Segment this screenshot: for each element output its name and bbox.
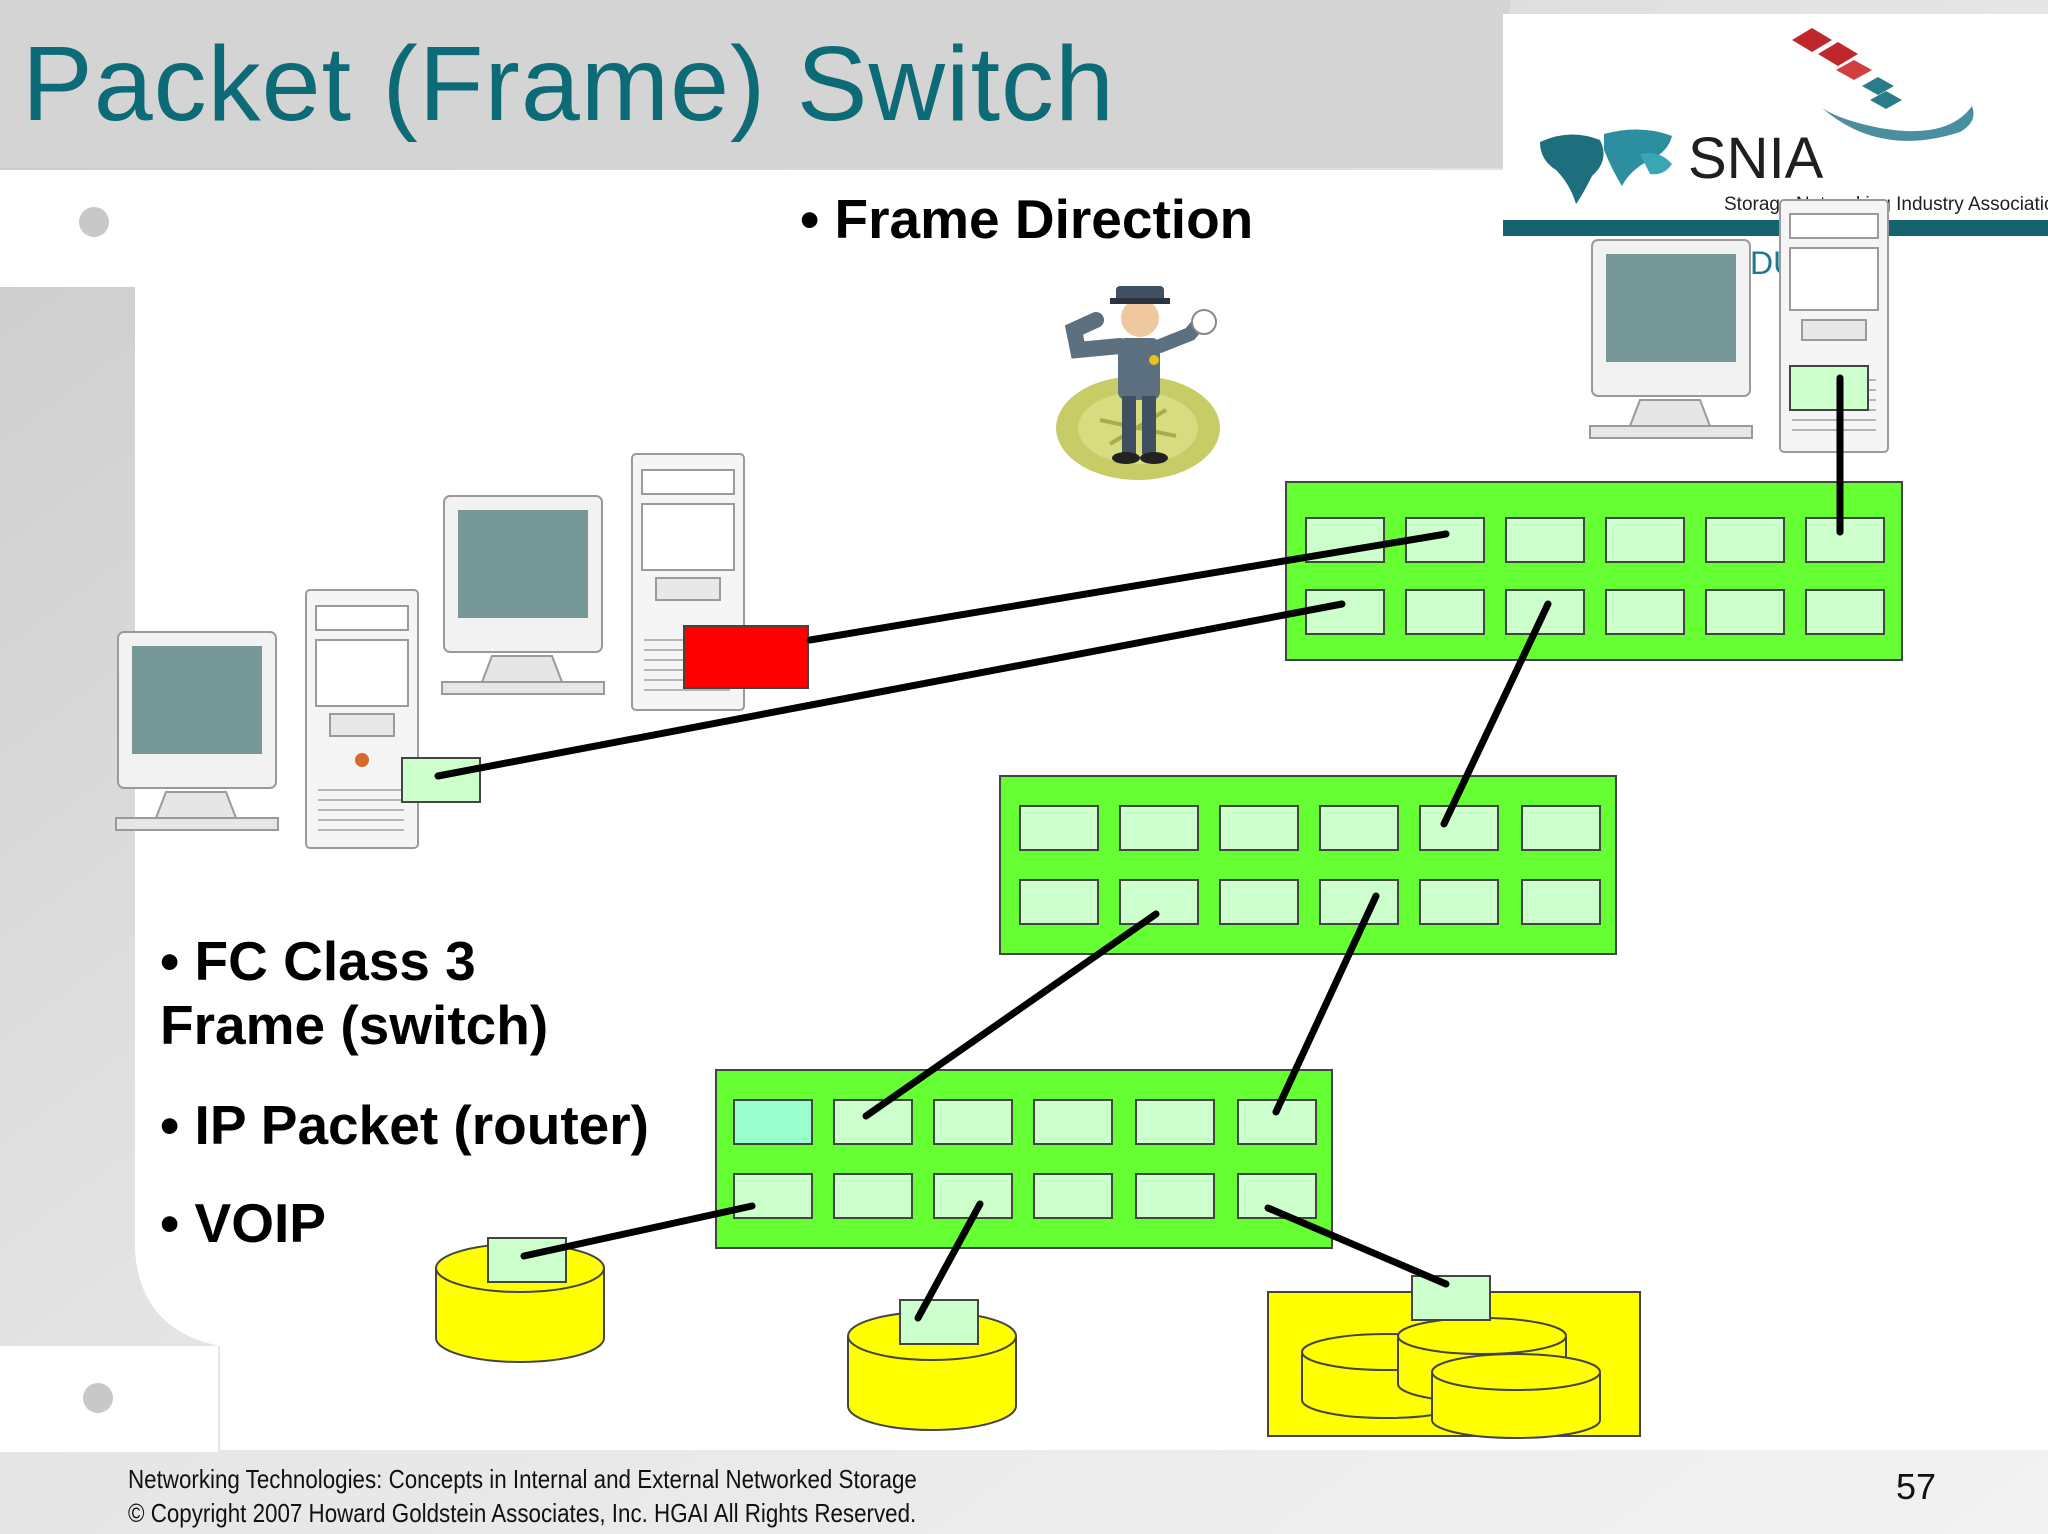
footer-line-2: © Copyright 2007 Howard Goldstein Associ… — [128, 1498, 917, 1528]
decor-dot-bottom — [83, 1383, 113, 1413]
decor-dot-top — [79, 207, 109, 237]
switch-port — [1419, 879, 1499, 925]
snia-logo-name: SNIA — [1688, 126, 1824, 191]
switch-top-body — [1285, 481, 1903, 661]
switch-port — [1505, 517, 1585, 563]
switch-middle — [999, 775, 1617, 955]
slide-footer: Networking Technologies: Concepts in Int… — [128, 1462, 917, 1530]
link-bottom-to-storage-left — [520, 1202, 756, 1260]
bullet-fc-class3-line1: • FC Class 3 — [160, 930, 476, 992]
switch-port — [1119, 879, 1199, 925]
storage-port-left — [487, 1237, 567, 1283]
bullet-ip-packet: • IP Packet (router) — [160, 1094, 649, 1156]
switch-port — [1135, 1099, 1215, 1145]
link-top-to-middle-switch — [1440, 600, 1552, 828]
switch-port — [933, 1099, 1013, 1145]
storage-port-right — [1411, 1275, 1491, 1321]
source-port — [683, 625, 809, 689]
link-bottom-to-storage-middle — [914, 1200, 984, 1322]
switch-port — [1019, 879, 1099, 925]
host-port-right — [1789, 365, 1869, 411]
switch-port — [833, 1099, 913, 1145]
link-bottom-to-storage-right — [1264, 1204, 1450, 1288]
link-left-host-to-top-switch — [434, 600, 1346, 780]
switch-port — [1705, 589, 1785, 635]
traffic-officer-icon — [1056, 286, 1220, 480]
switch-port — [1805, 517, 1885, 563]
switch-top — [1285, 481, 1903, 661]
switch-port — [733, 1099, 813, 1145]
switch-port — [1305, 589, 1385, 635]
switch-port — [1805, 589, 1885, 635]
switch-port — [733, 1173, 813, 1219]
bullet-voip: • VOIP — [160, 1192, 326, 1254]
switch-port — [1033, 1099, 1113, 1145]
switch-port — [1033, 1173, 1113, 1219]
switch-port — [833, 1173, 913, 1219]
switch-port — [1319, 805, 1399, 851]
switch-port — [1119, 805, 1199, 851]
storage-port-middle — [899, 1299, 979, 1345]
bullet-frame-direction: • Frame Direction — [800, 188, 1254, 250]
switch-port — [1605, 589, 1685, 635]
switch-port — [933, 1173, 1013, 1219]
link-red-source-to-top-switch — [806, 530, 1450, 644]
switch-port — [1521, 805, 1601, 851]
host-port-left — [401, 757, 481, 803]
switch-port — [1605, 517, 1685, 563]
title-band — [0, 0, 1510, 168]
link-middle-to-bottom-b — [1272, 892, 1380, 1116]
bullet-fc-class3-line2: Frame (switch) — [160, 994, 549, 1056]
disk-array-right — [1267, 1291, 1641, 1439]
switch-port — [1237, 1099, 1317, 1145]
switch-bottom — [715, 1069, 1333, 1249]
workstation-left — [115, 589, 419, 849]
footer-line-1: Networking Technologies: Concepts in Int… — [128, 1464, 917, 1494]
switch-port — [1705, 517, 1785, 563]
switch-middle-body — [999, 775, 1617, 955]
switch-fabric — [715, 481, 1903, 1249]
switch-port — [1419, 805, 1499, 851]
connections — [434, 374, 1844, 1322]
link-middle-to-bottom-a — [862, 910, 1160, 1120]
switch-port — [1019, 805, 1099, 851]
switch-port — [1219, 805, 1299, 851]
page-number: 57 — [1896, 1466, 1937, 1507]
switch-port — [1521, 879, 1601, 925]
switch-port — [1219, 879, 1299, 925]
switch-bottom-body — [715, 1069, 1333, 1249]
slide-title: Packet (Frame) Switch — [22, 25, 1116, 143]
switch-port — [1405, 589, 1485, 635]
switch-port — [1319, 879, 1399, 925]
switch-port — [1135, 1173, 1215, 1219]
